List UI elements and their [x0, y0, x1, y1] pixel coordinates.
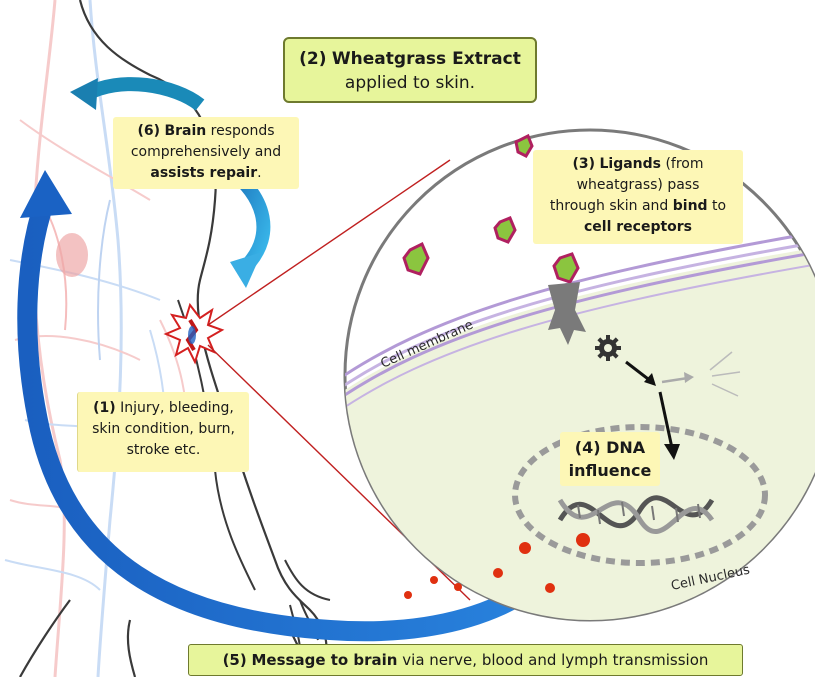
step-number: (3): [572, 156, 595, 172]
body-outline: [20, 0, 326, 677]
callout-step-2: (2) Wheatgrass Extract applied to skin.: [283, 37, 537, 103]
step-1-line2: skin condition, burn,: [78, 419, 249, 440]
step-3-to: to: [708, 198, 727, 214]
step-6-bold-repair: assists repair: [150, 165, 257, 181]
repair-arrowhead: [230, 252, 262, 288]
step-4-dna: DNA: [601, 438, 646, 457]
step-2-subtitle: applied to skin.: [285, 71, 535, 95]
step-4-influence: influence: [569, 461, 652, 480]
step-6-bold-brain: Brain: [164, 123, 206, 139]
callout-step-6: (6) Brain responds comprehensively and a…: [113, 117, 299, 189]
step-2-title: Wheatgrass Extract: [332, 49, 521, 69]
step-number: (4): [575, 438, 601, 457]
message-arrowhead: [20, 170, 72, 218]
step-number: (5): [223, 651, 247, 669]
step-3-text: (from: [661, 156, 704, 172]
step-5-bold: Message to brain: [252, 651, 398, 669]
gear-icon: [595, 335, 621, 361]
callout-step-3: (3) Ligands (from wheatgrass) pass throu…: [533, 150, 743, 244]
step-3-bold-receptors: cell receptors: [584, 219, 692, 235]
step-number: (1): [93, 400, 116, 416]
callout-step-5: (5) Message to brain via nerve, blood an…: [188, 644, 743, 676]
step-6-period: .: [257, 165, 261, 181]
step-5-text: via nerve, blood and lymph transmission: [398, 651, 709, 669]
step-6-text: responds: [206, 123, 274, 139]
callout-step-4: (4) DNA influence: [560, 432, 660, 486]
step-number: (6): [137, 123, 160, 139]
step-3-bold-bind: bind: [673, 198, 708, 214]
callout-step-1: (1) Injury, bleeding, skin condition, bu…: [77, 392, 249, 472]
step-3-line2: wheatgrass) pass: [533, 175, 743, 196]
step-1-line1: Injury, bleeding,: [116, 400, 234, 416]
step-3-bold-ligands: Ligands: [599, 156, 661, 172]
step-3-line3: through skin and: [550, 198, 673, 214]
step-number: (2): [299, 49, 326, 69]
step-6-line2: comprehensively and: [113, 142, 299, 163]
step-1-line3: stroke etc.: [78, 440, 249, 461]
